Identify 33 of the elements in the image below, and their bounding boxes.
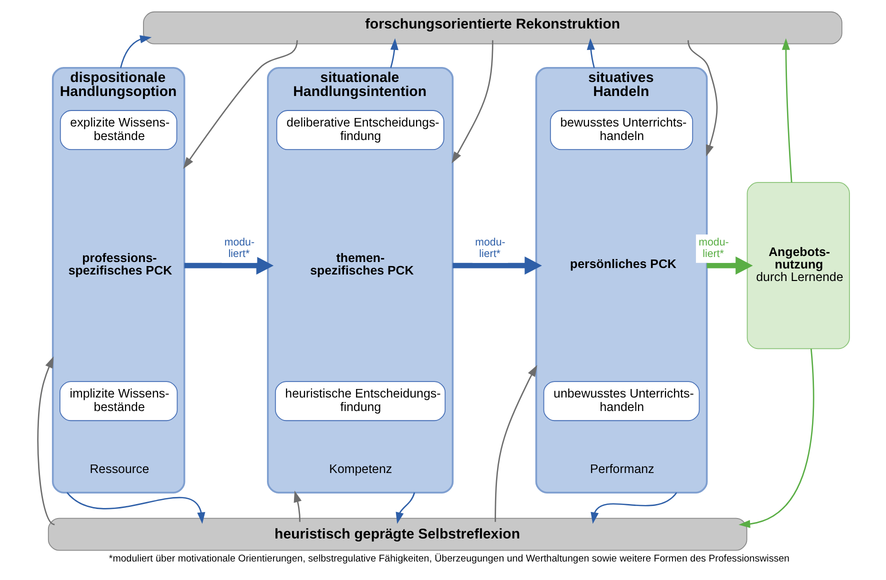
arrow [781,38,792,182]
node-box: heuristisch geprägte Selbstreflexion [47,518,747,551]
node-box: Angebots- nutzung durch Lernende [746,182,850,350]
node-box: deliberative Entscheidungs- findung [276,110,444,150]
arrow [182,40,298,169]
arrow [120,35,152,68]
node-box: bewusstes Unterrichts- handeln [549,110,693,150]
node-box: forschungsorientierte Rekonstruktion [142,11,842,44]
edge-label: modu- liert* [698,236,728,260]
edge-label: modu- liert* [474,236,505,260]
node-box: explizite Wissens- bestände [59,110,177,150]
arrow [390,38,398,68]
node-text: themen- spezifisches PCK [310,251,414,278]
arrow [586,38,594,68]
node-box: heuristische Entscheidungs- findung [274,381,446,422]
arrow [451,40,493,164]
node-box: unbewusstes Unterrichts- handeln [542,381,700,422]
arrow [494,364,537,522]
node-text: professions- spezifisches PCK [68,251,172,278]
arrow [184,256,274,275]
node-text: persönliches PCK [569,256,676,271]
arrow [687,40,718,157]
arrow [706,256,752,275]
arrow [590,492,677,524]
arrow [66,492,205,524]
node-box: implizite Wissens- bestände [59,381,178,422]
arrow [738,348,814,528]
arrow [395,492,415,524]
caption: *moduliert über motivationale Orientierungen, selbstregulative Fähigkeiten, Überzeugungen und Werthaltungen sowie weitere Formen des Professionswissen [108,554,789,565]
arrow [293,490,302,522]
arrow [36,356,54,526]
arrow [452,256,542,275]
edge-label: modu- liert* [224,236,254,260]
